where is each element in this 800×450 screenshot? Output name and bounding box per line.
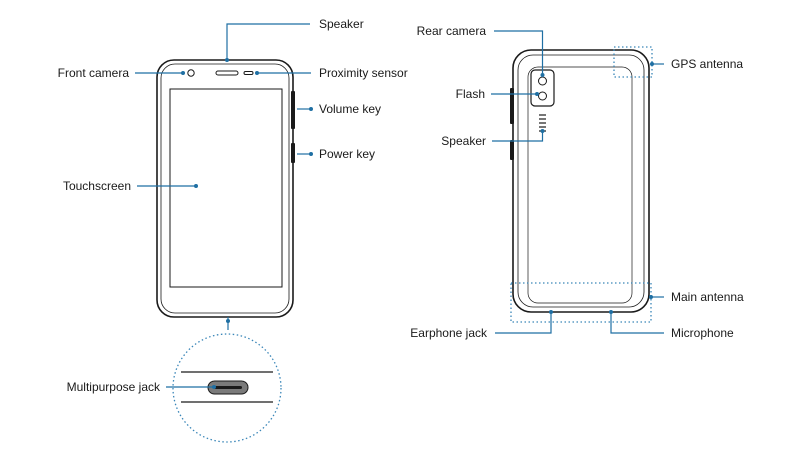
speaker-rear-dot [540,129,545,133]
earpiece-speaker-grill [215,70,239,76]
power-key-button [291,143,295,163]
touchscreen-dot [194,184,198,188]
flash-dot [535,92,539,96]
multipurpose-jack-zoom [166,333,282,443]
front-camera-label: Front camera [58,66,130,80]
power-key-label: Power key [319,147,375,161]
back-volume-key [510,88,514,124]
flash-led [538,91,547,101]
phone-back [510,49,650,313]
earphone-jack-dot [549,310,553,314]
rear-camera-label: Rear camera [417,24,487,38]
phone-front-body [156,59,294,318]
power-key-dot [309,152,313,156]
volume-key-label: Volume key [319,102,381,116]
microphone-leader [610,312,664,334]
main-antenna-label: Main antenna [671,290,744,304]
speaker-front-dot [225,58,229,62]
phone-back-inner-edge [517,54,645,308]
phone-back-body [512,49,650,313]
speaker-rear-leader [492,131,544,142]
earphone-jack-leader [495,312,552,334]
microphone-dot [609,310,613,314]
earphone-jack-label: Earphone jack [410,326,488,340]
main-antenna-dot [649,295,653,299]
rear-camera-leader [494,30,544,75]
microphone-label: Microphone [671,326,734,340]
rear-speaker-grill [539,114,546,132]
back-power-key [510,140,514,160]
phone-back-panel [527,66,633,304]
front-labels: Speaker Front camera Proximity sensor Vo… [58,17,408,394]
main-antenna-zone [510,282,652,323]
volume-key-button [291,91,295,129]
proximity-sensor-label: Proximity sensor [319,66,408,80]
gps-antenna-label: GPS antenna [671,57,743,71]
volume-key-dot [309,107,313,111]
back-labels: Rear camera Flash Speaker GPS antenna Ma… [410,24,744,340]
jack-zoom-circle [172,333,282,443]
speaker-front-label: Speaker [319,17,364,31]
phone-front-bezel [160,63,290,314]
flash-label: Flash [456,87,485,101]
back-leaders [491,30,664,334]
multipurpose-jack-dot [212,385,216,389]
touchscreen-area [169,88,283,288]
proximity-sensor-dot [255,71,259,75]
jack-connector-dot [226,319,230,323]
touchscreen-label: Touchscreen [63,179,131,193]
gps-antenna-dot [650,62,654,66]
proximity-sensor-window [243,71,254,75]
rear-camera-lens [538,76,547,86]
front-camera-dot [181,71,185,75]
jack-port-inner [214,386,242,389]
front-leaders [135,23,313,330]
speaker-rear-label: Speaker [441,134,486,148]
speaker-front-leader [226,23,310,60]
multipurpose-jack-label: Multipurpose jack [67,380,161,394]
gps-antenna-zone [613,46,653,78]
rear-camera-dot [540,73,545,77]
phone-front [156,59,295,318]
front-camera-lens [187,69,195,77]
